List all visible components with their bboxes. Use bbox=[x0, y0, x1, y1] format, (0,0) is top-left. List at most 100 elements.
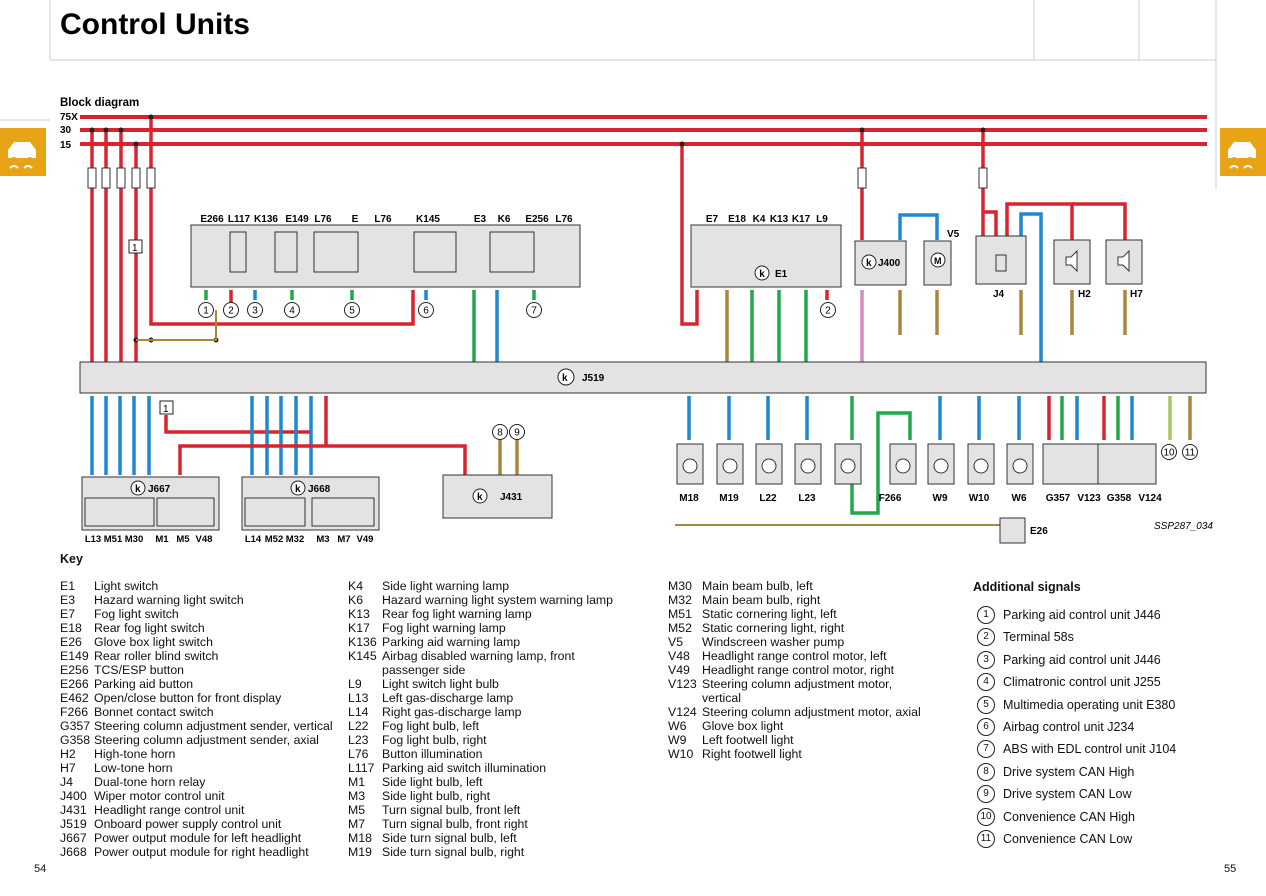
key-code: J667 bbox=[60, 831, 87, 845]
signal-description: Drive system CAN Low bbox=[1003, 787, 1132, 802]
module-label: E256 bbox=[525, 214, 549, 225]
module-label: L117 bbox=[228, 214, 251, 225]
key-entry: E3 Hazard warning light switch bbox=[60, 593, 345, 607]
key-description: Parking aid warning lamp bbox=[382, 635, 521, 649]
connector-circle bbox=[1182, 444, 1198, 460]
key-code: M7 bbox=[348, 817, 366, 831]
svg-text:J431: J431 bbox=[500, 492, 523, 503]
key-code: E1 bbox=[60, 579, 76, 593]
device-label: G358 bbox=[1107, 493, 1132, 504]
module-output-label: V48 bbox=[196, 534, 213, 545]
signal-description: Drive system CAN High bbox=[1003, 764, 1135, 779]
key-code: M1 bbox=[348, 775, 366, 789]
device-label: W10 bbox=[969, 493, 990, 504]
svg-text:E26: E26 bbox=[1030, 526, 1048, 537]
key-code: E7 bbox=[60, 607, 76, 621]
connector-number: 11 bbox=[1185, 448, 1196, 459]
key-description: Right footwell light bbox=[702, 747, 802, 761]
key-code: K6 bbox=[348, 593, 364, 607]
device-label: M19 bbox=[719, 493, 739, 504]
key-description: Hazard warning light switch bbox=[94, 593, 244, 607]
key-code: E3 bbox=[60, 593, 76, 607]
module-label: K4 bbox=[753, 214, 766, 225]
brown-link-wire bbox=[136, 310, 217, 341]
bridge-marker-top: 1 bbox=[128, 239, 143, 254]
key-description: Left gas-discharge lamp bbox=[382, 691, 514, 705]
key-description: Parking aid button bbox=[94, 677, 194, 691]
key-description: Headlight range control unit bbox=[94, 803, 245, 817]
j519-label: J519 bbox=[582, 373, 605, 384]
lamp-icon bbox=[800, 458, 816, 474]
module-label: K17 bbox=[792, 214, 811, 225]
key-code: J400 bbox=[60, 789, 87, 803]
signal-description: Airbag control unit J234 bbox=[1003, 720, 1135, 734]
svg-text:k: k bbox=[759, 269, 765, 280]
key-description: Headlight range control motor, left bbox=[702, 649, 887, 663]
module-label: L9 bbox=[816, 214, 828, 225]
key-title: Key bbox=[60, 552, 83, 566]
connector-number: 5 bbox=[349, 306, 355, 317]
key-description: Fog light warning lamp bbox=[382, 621, 506, 635]
svg-text:H2: H2 bbox=[1078, 289, 1091, 300]
device-e26: E26 bbox=[999, 517, 1048, 544]
key-code: M19 bbox=[348, 845, 372, 859]
header-grid bbox=[0, 0, 1217, 190]
additional-signals-title: Additional signals bbox=[973, 580, 1081, 594]
connector-circle bbox=[509, 424, 525, 440]
key-code: M5 bbox=[348, 803, 366, 817]
module-label: K145 bbox=[416, 214, 440, 225]
key-description: Rear fog light warning lamp bbox=[382, 607, 532, 621]
motor-box bbox=[1042, 443, 1102, 485]
lamp-icon bbox=[973, 458, 989, 474]
key-code: E266 bbox=[60, 677, 89, 691]
connector-number: 7 bbox=[531, 306, 537, 317]
device-h2: H2 bbox=[1053, 239, 1091, 300]
connector-circle bbox=[284, 302, 300, 318]
connector-circle bbox=[247, 302, 263, 318]
page-number-right: 55 bbox=[1224, 863, 1237, 875]
key-code: K136 bbox=[348, 635, 377, 649]
signal-number: 7 bbox=[977, 740, 995, 759]
module-label: K13 bbox=[770, 214, 789, 225]
signal-description: Convenience CAN High bbox=[1003, 809, 1136, 824]
module-output-label: M7 bbox=[337, 534, 350, 545]
key-code: W9 bbox=[668, 733, 687, 747]
key-code: L9 bbox=[348, 677, 362, 691]
page-title: Control Units bbox=[60, 8, 250, 41]
key-code: V123 bbox=[668, 677, 697, 691]
motor-box bbox=[1097, 443, 1157, 485]
module-label: K6 bbox=[498, 214, 511, 225]
key-entry: E266 Parking aid button bbox=[60, 677, 345, 691]
connector-number: 1 bbox=[203, 306, 209, 317]
bridge-marker-bottom: 1 bbox=[159, 400, 174, 415]
module-output-label: L14 bbox=[245, 534, 262, 545]
key-description: Fog light bulb, left bbox=[382, 719, 480, 733]
connector-number: 2 bbox=[228, 306, 234, 317]
